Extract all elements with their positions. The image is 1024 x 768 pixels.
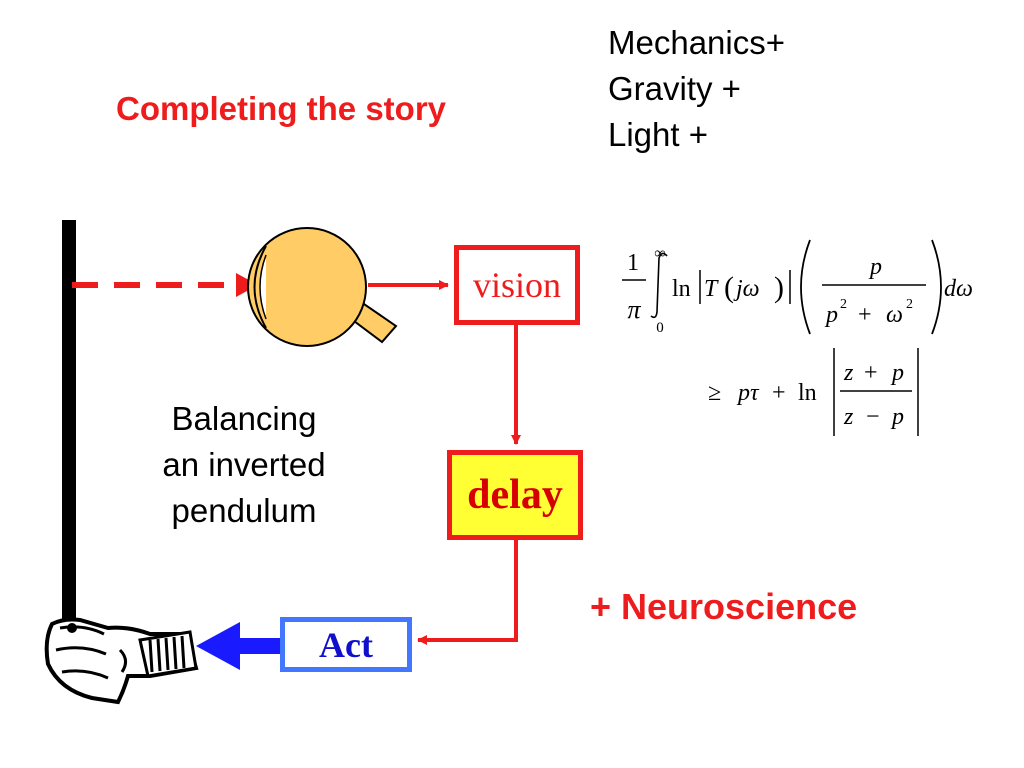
delay-to-act-arrow: [417, 540, 518, 645]
eq-den-p: p: [824, 302, 838, 328]
eq-den-p-exp: 2: [840, 297, 847, 312]
eq-one: 1: [627, 250, 639, 276]
eq-pi: π: [627, 295, 641, 324]
eq-jw: jω: [733, 276, 760, 302]
eq-big-paren-right: [931, 239, 942, 335]
slide-title: Completing the story: [116, 90, 447, 127]
neuroscience-label: + Neuroscience: [590, 586, 858, 627]
eq-den-plus: +: [858, 302, 872, 328]
eq-den-omega: ω: [886, 302, 903, 328]
eq-den-p2: p: [890, 404, 904, 430]
eq-close-paren: ): [774, 271, 784, 304]
eq-geq: ≥: [708, 380, 721, 406]
caption-line-1: Balancing: [171, 400, 317, 437]
caption-line-3: pendulum: [171, 492, 317, 529]
topic-light: Light +: [608, 116, 708, 153]
eq-ln-2: ln: [798, 380, 817, 406]
pendulum-rod: [62, 220, 76, 640]
caption-line-2: an inverted: [162, 446, 326, 483]
eye-icon: [247, 227, 398, 347]
hand-icon: [44, 617, 199, 705]
eq-den-z: z: [843, 404, 854, 430]
pendulum-caption: Balancing an inverted pendulum: [130, 396, 358, 534]
eq-den-omega-exp: 2: [906, 297, 913, 312]
line-of-sight-arrowhead: [236, 273, 258, 297]
act-box: Act: [280, 617, 412, 672]
topic-gravity: Gravity +: [608, 70, 741, 107]
eq-num-plus: +: [864, 360, 878, 386]
eq-num-p: p: [868, 254, 882, 280]
eq-den-minus: −: [866, 404, 880, 430]
delay-label: delay: [467, 472, 563, 518]
eq-integral-sign: [650, 252, 668, 319]
topic-mechanics: Mechanics+: [608, 24, 786, 61]
eq-num-p2: p: [890, 360, 904, 386]
vision-label: vision: [472, 265, 561, 305]
eq-p-tau: pτ: [736, 380, 760, 406]
eq-lower-limit: 0: [656, 320, 664, 336]
eq-T: T: [704, 276, 719, 302]
vision-box: vision: [454, 245, 580, 325]
act-label: Act: [319, 624, 373, 665]
eq-plus-2: +: [772, 380, 786, 406]
eq-open-paren: (: [724, 271, 734, 304]
eq-big-paren-left: [800, 239, 811, 335]
topics-list: Mechanics+ Gravity + Light +: [608, 20, 785, 158]
equation: 1 π ∞ 0 ln T ( jω ) p p 2 + ω 2 dω ≥ pτ …: [622, 239, 973, 436]
delay-box: delay: [447, 450, 583, 540]
act-to-hand-arrow: [196, 622, 280, 670]
eq-ln: ln: [672, 276, 691, 302]
eq-num-z: z: [843, 360, 854, 386]
eq-d-omega: dω: [944, 276, 973, 302]
eq-upper-limit: ∞: [654, 245, 665, 262]
